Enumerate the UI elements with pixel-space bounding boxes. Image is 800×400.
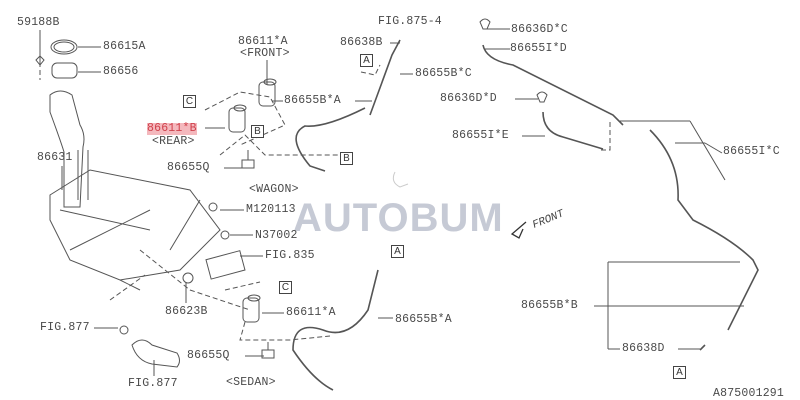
- callout-86631[interactable]: 86631: [37, 151, 73, 164]
- callout-86655BC[interactable]: 86655B*C: [415, 67, 472, 80]
- drawing-id: A875001291: [713, 387, 785, 400]
- front-note: <FRONT>: [240, 47, 290, 60]
- callout-86636DD[interactable]: 86636D*D: [440, 92, 497, 105]
- callout-N37002[interactable]: N37002: [255, 229, 298, 242]
- callout-86611B-highlighted[interactable]: 86611*B: [147, 122, 197, 135]
- sedan-note: <SEDAN>: [226, 376, 276, 389]
- ref-box-c: C: [279, 281, 292, 294]
- callout-86655Q-wagon[interactable]: 86655Q: [167, 161, 210, 174]
- callout-86655IE[interactable]: 86655I*E: [452, 129, 509, 142]
- callout-86636DC[interactable]: 86636D*C: [511, 23, 568, 36]
- callout-86655BA-top[interactable]: 86655B*A: [284, 94, 341, 107]
- washer-pumps: [228, 78, 277, 359]
- callout-86611A-sedan[interactable]: 86611*A: [286, 306, 336, 319]
- callout-86655BA-bottom[interactable]: 86655B*A: [395, 313, 452, 326]
- callout-86615A[interactable]: 86615A: [103, 40, 146, 53]
- callout-86655IC[interactable]: 86655I*C: [723, 145, 780, 158]
- watermark: AUTOBUM: [293, 196, 504, 240]
- ref-box-b: B: [251, 125, 264, 138]
- fig-877-link-b[interactable]: FIG.877: [128, 377, 178, 390]
- ref-box-a: A: [360, 54, 373, 67]
- rear-note: <REAR>: [152, 135, 195, 148]
- callout-86656[interactable]: 86656: [103, 65, 139, 78]
- fig-835-link[interactable]: FIG.835: [265, 249, 315, 262]
- callout-86655Q-sedan[interactable]: 86655Q: [187, 349, 230, 362]
- front-arrow: [510, 221, 527, 239]
- callout-59188B[interactable]: 59188B: [17, 16, 60, 29]
- callout-86623B[interactable]: 86623B: [165, 305, 208, 318]
- nozzles: [392, 18, 548, 188]
- callout-86638B[interactable]: 86638B: [340, 36, 383, 49]
- washer-parts: [35, 39, 246, 368]
- wagon-note: <WAGON>: [249, 183, 299, 196]
- callout-86655BB[interactable]: 86655B*B: [521, 299, 578, 312]
- leader-lines: [39, 28, 744, 376]
- callout-86611A-front[interactable]: 86611*A: [238, 35, 288, 48]
- ref-box-a: A: [673, 366, 686, 379]
- fig-877-link-a[interactable]: FIG.877: [40, 321, 90, 334]
- hoses: [292, 39, 759, 391]
- ref-box-b: B: [340, 152, 353, 165]
- ref-box-c: C: [183, 95, 196, 108]
- callout-M120113[interactable]: M120113: [246, 203, 296, 216]
- callout-86655ID[interactable]: 86655I*D: [510, 42, 567, 55]
- ref-box-a: A: [391, 245, 404, 258]
- fig-875-4-link[interactable]: FIG.875-4: [378, 15, 442, 28]
- callout-86638D[interactable]: 86638D: [622, 342, 665, 355]
